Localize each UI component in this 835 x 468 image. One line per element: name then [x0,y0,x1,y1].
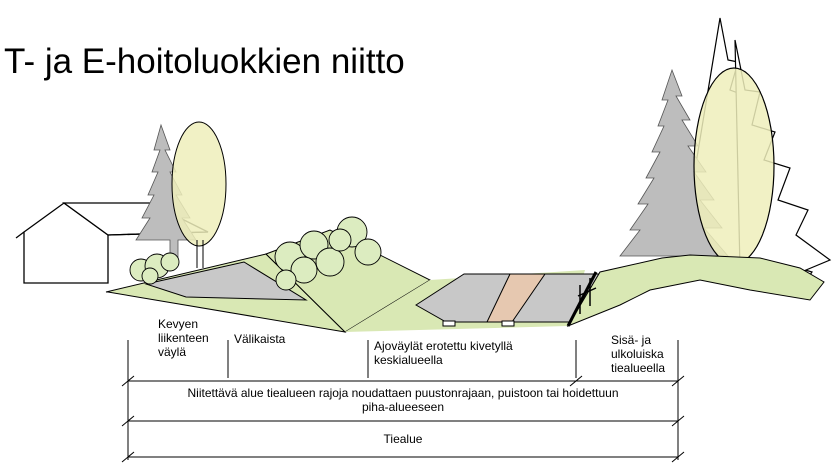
terrain [105,229,825,333]
label-kevyen-liikenteen-vayla: Kevyen liikenteen väylä [158,317,209,359]
right-forest [619,17,832,291]
label-tiealue: Tiealue [383,432,423,446]
label-ajovaylat: Ajoväylät erotettu kivetyllä keskialueel… [374,339,513,367]
label-niitettava-alue: Niitettävä alue tiealueen rajoja noudatt… [187,386,619,414]
page-title: T- ja E-hoitoluokkien niitto [4,42,405,81]
label-sisa-ja-ulkoluiska: Sisä- ja ulkoluiska tiealueella [611,333,666,375]
dimension-lines [121,340,685,463]
label-valikaista: Välikaista [234,332,286,346]
shrubs [129,216,382,291]
left-spruce [135,121,227,268]
